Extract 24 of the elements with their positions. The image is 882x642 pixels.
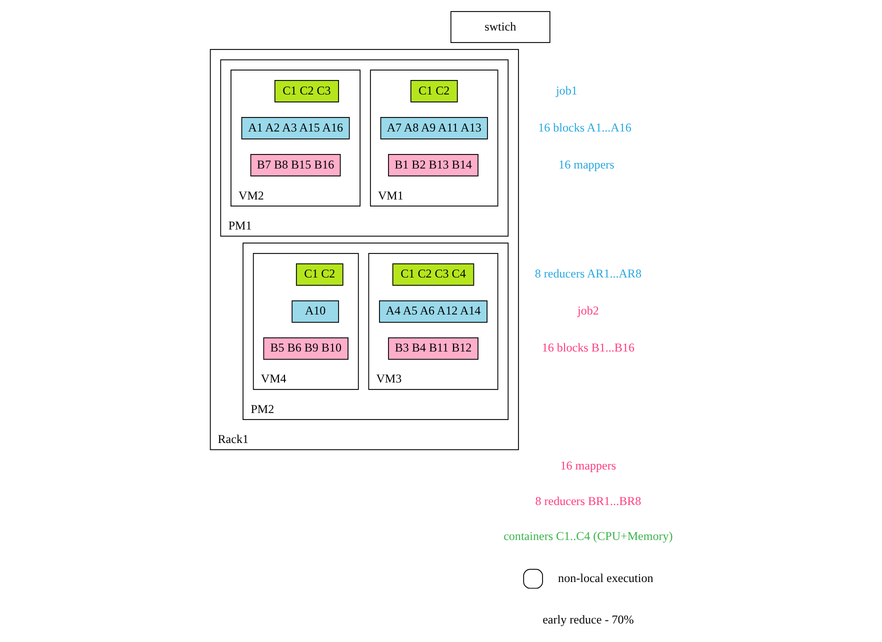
label: 16 blocks A1...A16 — [538, 120, 632, 134]
node-box: A4 A5 A6 A12 A14 — [379, 300, 488, 323]
label: 16 mappers — [560, 458, 616, 473]
node-box: A1 A2 A3 A15 A16 — [241, 117, 350, 140]
label: containers C1..C4 (CPU+Memory) — [504, 529, 673, 544]
node-box: B7 B8 B15 B16 — [250, 154, 341, 176]
node-box: B1 B2 B13 B14 — [388, 154, 478, 176]
node-box: C1 C2 — [410, 80, 458, 102]
node-box: C1 C2 C3 — [274, 80, 339, 102]
legend-label: non-local execution — [558, 570, 654, 585]
label: 8 reducers AR1...AR8 — [534, 266, 642, 281]
node-box: B5 B6 B9 B10 — [263, 337, 348, 360]
label: job2 — [577, 304, 599, 318]
node-box: B3 B4 B11 B12 — [388, 337, 478, 360]
node-box: A7 A8 A9 A11 A13 — [380, 117, 488, 140]
label: 16 mappers — [558, 157, 614, 172]
label: 8 reducers BR1...BR8 — [535, 494, 642, 508]
node-box: swtich — [450, 11, 550, 43]
node-box: A10 — [292, 300, 339, 323]
node-box: C1 C2 — [296, 263, 344, 286]
node-box: C1 C2 C3 C4 — [392, 263, 474, 286]
label: 16 blocks B1...B16 — [542, 340, 634, 355]
label: early reduce - 70% — [542, 612, 634, 627]
label: job1 — [556, 83, 578, 98]
